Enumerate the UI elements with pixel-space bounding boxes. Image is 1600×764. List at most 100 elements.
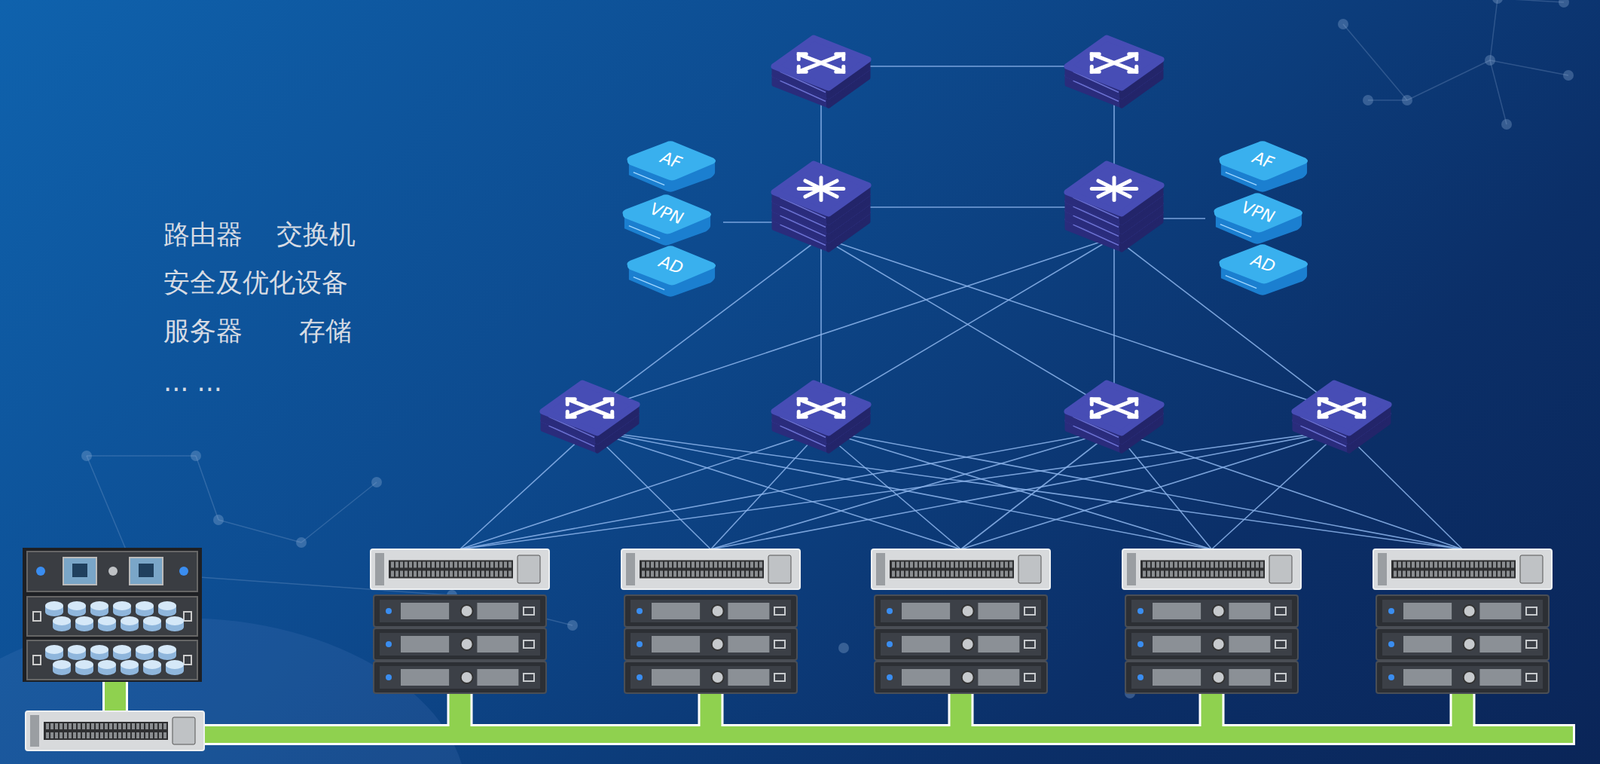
category-label: ... ... (163, 366, 223, 398)
core-access-link (589, 237, 1115, 412)
server-unit (1376, 661, 1549, 694)
decor-dot (838, 642, 849, 654)
decor-line (1490, 60, 1507, 125)
switch-icon (1067, 383, 1162, 452)
decor-dot (1501, 119, 1512, 130)
access-rack-link (460, 430, 591, 550)
decor-line (1343, 24, 1408, 101)
rack-switch (1122, 549, 1301, 590)
access-rack-link (821, 430, 1463, 550)
server-unit (1125, 595, 1298, 627)
server-unit (373, 661, 547, 694)
decor-dot (296, 537, 307, 548)
bus-drop (1201, 691, 1223, 730)
decor-line (195, 455, 219, 520)
switch-icon (774, 383, 869, 452)
device-ports (633, 277, 665, 291)
decor-dot (371, 476, 382, 488)
server-unit (1125, 661, 1298, 694)
category-label: 路由器 (163, 218, 243, 251)
decor-dot (1362, 94, 1374, 106)
access-rack-link (961, 430, 1115, 550)
core-switch-icon (774, 164, 869, 251)
core-access-link (821, 237, 1342, 412)
decor-line (301, 482, 377, 543)
bus-drop (449, 691, 471, 730)
rack-switch (871, 549, 1051, 590)
access-rack-link (1212, 430, 1343, 550)
server-unit (373, 595, 547, 627)
decor-line (86, 454, 196, 457)
access-rack-link (589, 430, 712, 550)
decor-line (1490, 0, 1498, 61)
decor-line (1367, 99, 1408, 101)
decor-dot (1484, 54, 1496, 66)
server-unit (874, 661, 1048, 694)
bus-outline (698, 689, 724, 732)
core-access-link (589, 237, 822, 412)
core-access-link (821, 237, 1115, 412)
rack-switch (621, 549, 800, 590)
bus-outline (1199, 689, 1225, 732)
category-label: 交换机 (276, 218, 356, 251)
access-rack-link (589, 430, 1463, 550)
server-unit (624, 661, 797, 694)
security-device: AD (622, 244, 720, 299)
server-unit (373, 628, 547, 660)
device-ports (633, 172, 665, 186)
router-icon (774, 38, 869, 107)
bus-drop (700, 691, 722, 730)
access-rack-link (821, 430, 962, 550)
rack-switch (1373, 549, 1552, 590)
decor-dot (1563, 70, 1574, 81)
access-rack-link (961, 430, 1343, 550)
server-unit (1376, 628, 1549, 660)
server-unit (1125, 628, 1298, 660)
rack-switch (25, 711, 205, 751)
security-device: VPN (618, 192, 715, 248)
server-unit (624, 595, 797, 627)
decor-line (1490, 60, 1569, 76)
decor-dot (1337, 18, 1349, 30)
bus-drop (1452, 691, 1474, 730)
storage-array (22, 547, 202, 682)
storage-bus (201, 726, 1573, 743)
core-switch-icon (1067, 164, 1162, 251)
switch-icon (1294, 383, 1390, 452)
core-access-link (1114, 237, 1342, 412)
server-unit (874, 628, 1048, 660)
decor-line (1407, 60, 1491, 101)
security-device: VPN (1209, 191, 1307, 246)
bus-outline (447, 689, 474, 732)
security-device: AF (1215, 139, 1312, 194)
decor-line (1497, 0, 1564, 3)
server-unit (624, 628, 797, 660)
decor-dot (81, 450, 92, 462)
decor-dot (190, 450, 202, 462)
decor-dot (1558, 0, 1570, 8)
bus-outline (948, 689, 975, 732)
bus-outline (199, 723, 1576, 746)
category-label: 存储 (299, 314, 352, 347)
rack-switch (370, 549, 550, 590)
access-rack-link (1114, 430, 1463, 550)
decor-dot (213, 514, 224, 526)
category-label: 服务器 (163, 314, 243, 347)
decor-dot (1401, 94, 1413, 106)
access-rack-link (711, 430, 1115, 550)
device-ports (1225, 172, 1257, 186)
server-unit (874, 595, 1048, 627)
device-ports (1225, 275, 1257, 289)
decor-dot (567, 619, 578, 631)
access-rack-link (1341, 430, 1463, 550)
access-rack-link (460, 430, 822, 550)
security-device: AF (622, 139, 720, 194)
bus-drop (950, 691, 972, 730)
router-icon (1067, 38, 1162, 107)
decor-dot (1492, 0, 1503, 4)
decor-line (218, 519, 302, 543)
access-rack-link (711, 430, 1343, 550)
category-label: 安全及优化设备 (163, 266, 349, 299)
security-device: AD (1215, 242, 1312, 297)
